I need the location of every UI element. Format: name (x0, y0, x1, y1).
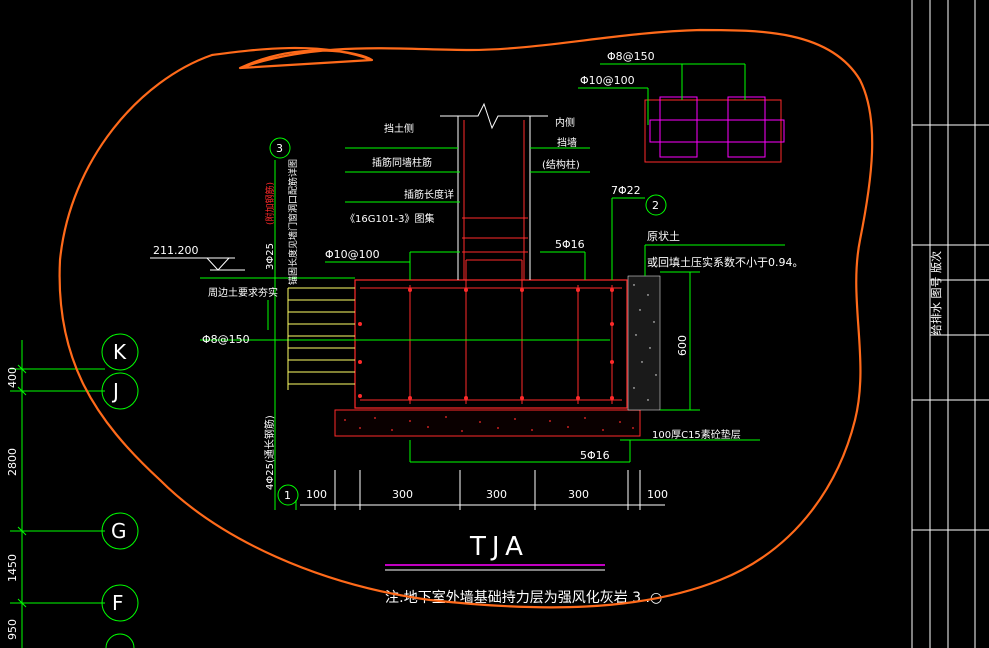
label-soil2: 或回填土压实系数不小于0.94。 (647, 255, 804, 269)
label-vert-anchor: 锚固长度见墙门窗洞口配筋详图 (287, 159, 299, 285)
dim-300-c: 300 (568, 488, 589, 501)
label-600: 600 (676, 335, 689, 356)
grid-axis-k: K (113, 340, 127, 364)
concrete-cushion (334, 409, 641, 437)
label-retaining-wall: 挡墙 (557, 136, 577, 149)
dim-300-b: 300 (486, 488, 507, 501)
grid-axis-f-bubble (101, 584, 139, 622)
grid-axis-j: J (111, 379, 119, 403)
left-dim-1450: 1450 (6, 554, 19, 582)
title-block-frame (911, 0, 989, 648)
left-dim-400: 400 (6, 367, 19, 388)
label-5phi16-bottom: 5Φ16 (580, 449, 610, 462)
label-soil-side: 挡土侧 (384, 122, 414, 135)
backfill-soil-hatch (627, 275, 661, 411)
stirrup-label-phi8: Φ8@150 (607, 50, 655, 63)
callout-3-circle (269, 137, 291, 159)
soil-dots (633, 284, 657, 401)
callout-1: 1 (284, 489, 291, 502)
anchor-bars (287, 287, 355, 390)
grid-axis-f: F (112, 591, 124, 615)
wall-reinforcement (462, 120, 528, 280)
elevation-marker (150, 257, 245, 271)
label-backfill: 周边土要求夯实 (208, 286, 278, 299)
title-block-text: 给排水 图号 版次 (929, 251, 943, 335)
label-cushion: 100厚C15素砼垫层 (652, 428, 741, 441)
orange-markup-outline (58, 28, 874, 609)
label-inner-side: 内侧 (555, 116, 575, 129)
label-atlas: 《16G101-3》图集 (345, 212, 435, 225)
grid-axis-g: G (111, 519, 127, 543)
label-insert-wall-col: 插筋同墙柱筋 (372, 156, 432, 169)
callout-2: 2 (652, 199, 659, 212)
drawing-title: TJA (469, 532, 529, 562)
left-dim-2800: 2800 (6, 448, 19, 476)
dimension-line (300, 470, 665, 510)
grid-axis-j-bubble (101, 372, 139, 410)
footing-outline (354, 279, 628, 409)
dim-100-left: 100 (306, 488, 327, 501)
label-insert-len: 插筋长度详 (404, 188, 454, 201)
label-7phi22: 7Φ22 (611, 184, 641, 197)
label-soil1: 原状土 (647, 229, 680, 243)
label-vert-red: (附加钢筋) (264, 182, 276, 225)
stirrup-label-phi10: Φ10@100 (580, 74, 635, 87)
grid-axes (10, 333, 139, 648)
left-dim-950: 950 (6, 619, 19, 640)
retaining-wall (440, 102, 548, 280)
callout-3: 3 (276, 142, 283, 155)
callout-circles (269, 137, 667, 506)
rebar-cage (360, 259, 622, 404)
grid-axis-k-bubble (101, 333, 139, 371)
label-phi10: Φ10@100 (325, 248, 380, 261)
stirrup-detail (578, 63, 785, 163)
label-vert-bottom: 4Φ25(通长钢筋) (263, 415, 276, 490)
cushion-hatch (344, 416, 634, 432)
leader-lines (200, 147, 785, 510)
label-elevation: 211.200 (153, 244, 199, 257)
label-structure: (结构柱) (542, 158, 580, 171)
label-5phi16-top: 5Φ16 (555, 238, 585, 251)
label-phi8: Φ8@150 (202, 333, 250, 346)
dim-300-a: 300 (392, 488, 413, 501)
rebar-dots (358, 288, 614, 400)
dim-100-right: 100 (647, 488, 668, 501)
callout-2-circle (645, 194, 667, 216)
label-3phi25: 3Φ25 (265, 243, 276, 270)
grid-axis-g-bubble (101, 512, 139, 550)
callout-1-circle (277, 484, 299, 506)
